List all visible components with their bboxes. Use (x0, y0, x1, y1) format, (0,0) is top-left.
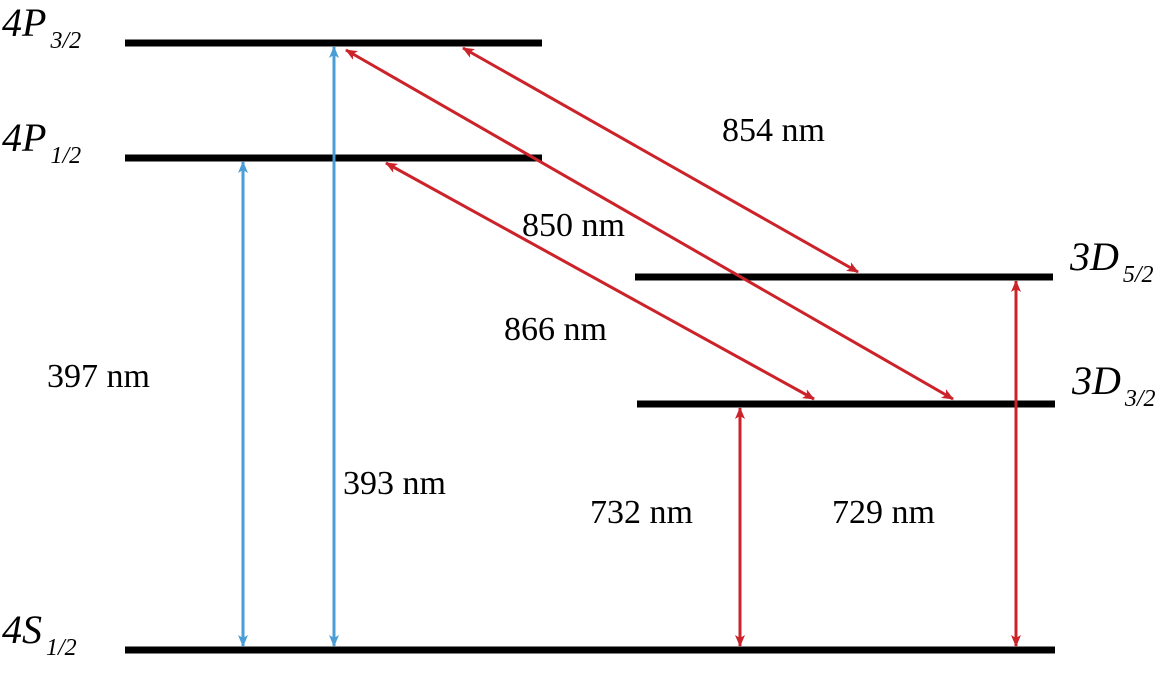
label-3d32-sub: 3/2 (1124, 386, 1156, 412)
label-4s12-sub: 1/2 (46, 635, 77, 661)
transition-854-label: 854 nm (722, 112, 825, 149)
transition-732-label: 732 nm (590, 494, 693, 531)
label-4s12-main: 4S (2, 607, 42, 652)
transition-397-label: 397 nm (47, 358, 150, 395)
label-4p32-sub: 3/2 (49, 28, 81, 54)
label-3d32-main: 3D (1071, 358, 1121, 403)
label-3d52-main: 3D (1069, 234, 1119, 279)
label-4p32-main: 4P (2, 0, 46, 45)
transition-866-arrow (385, 161, 815, 401)
label-4p12-main: 4P (2, 115, 46, 160)
transition-866-label: 866 nm (504, 311, 607, 348)
label-4p12-sub: 1/2 (50, 143, 81, 169)
label-3d52-sub: 5/2 (1123, 262, 1154, 288)
transition-393-label: 393 nm (343, 465, 446, 502)
transition-729-label: 729 nm (832, 494, 935, 531)
transition-850-label: 850 nm (522, 207, 625, 244)
transition-850-arrow (345, 48, 954, 401)
